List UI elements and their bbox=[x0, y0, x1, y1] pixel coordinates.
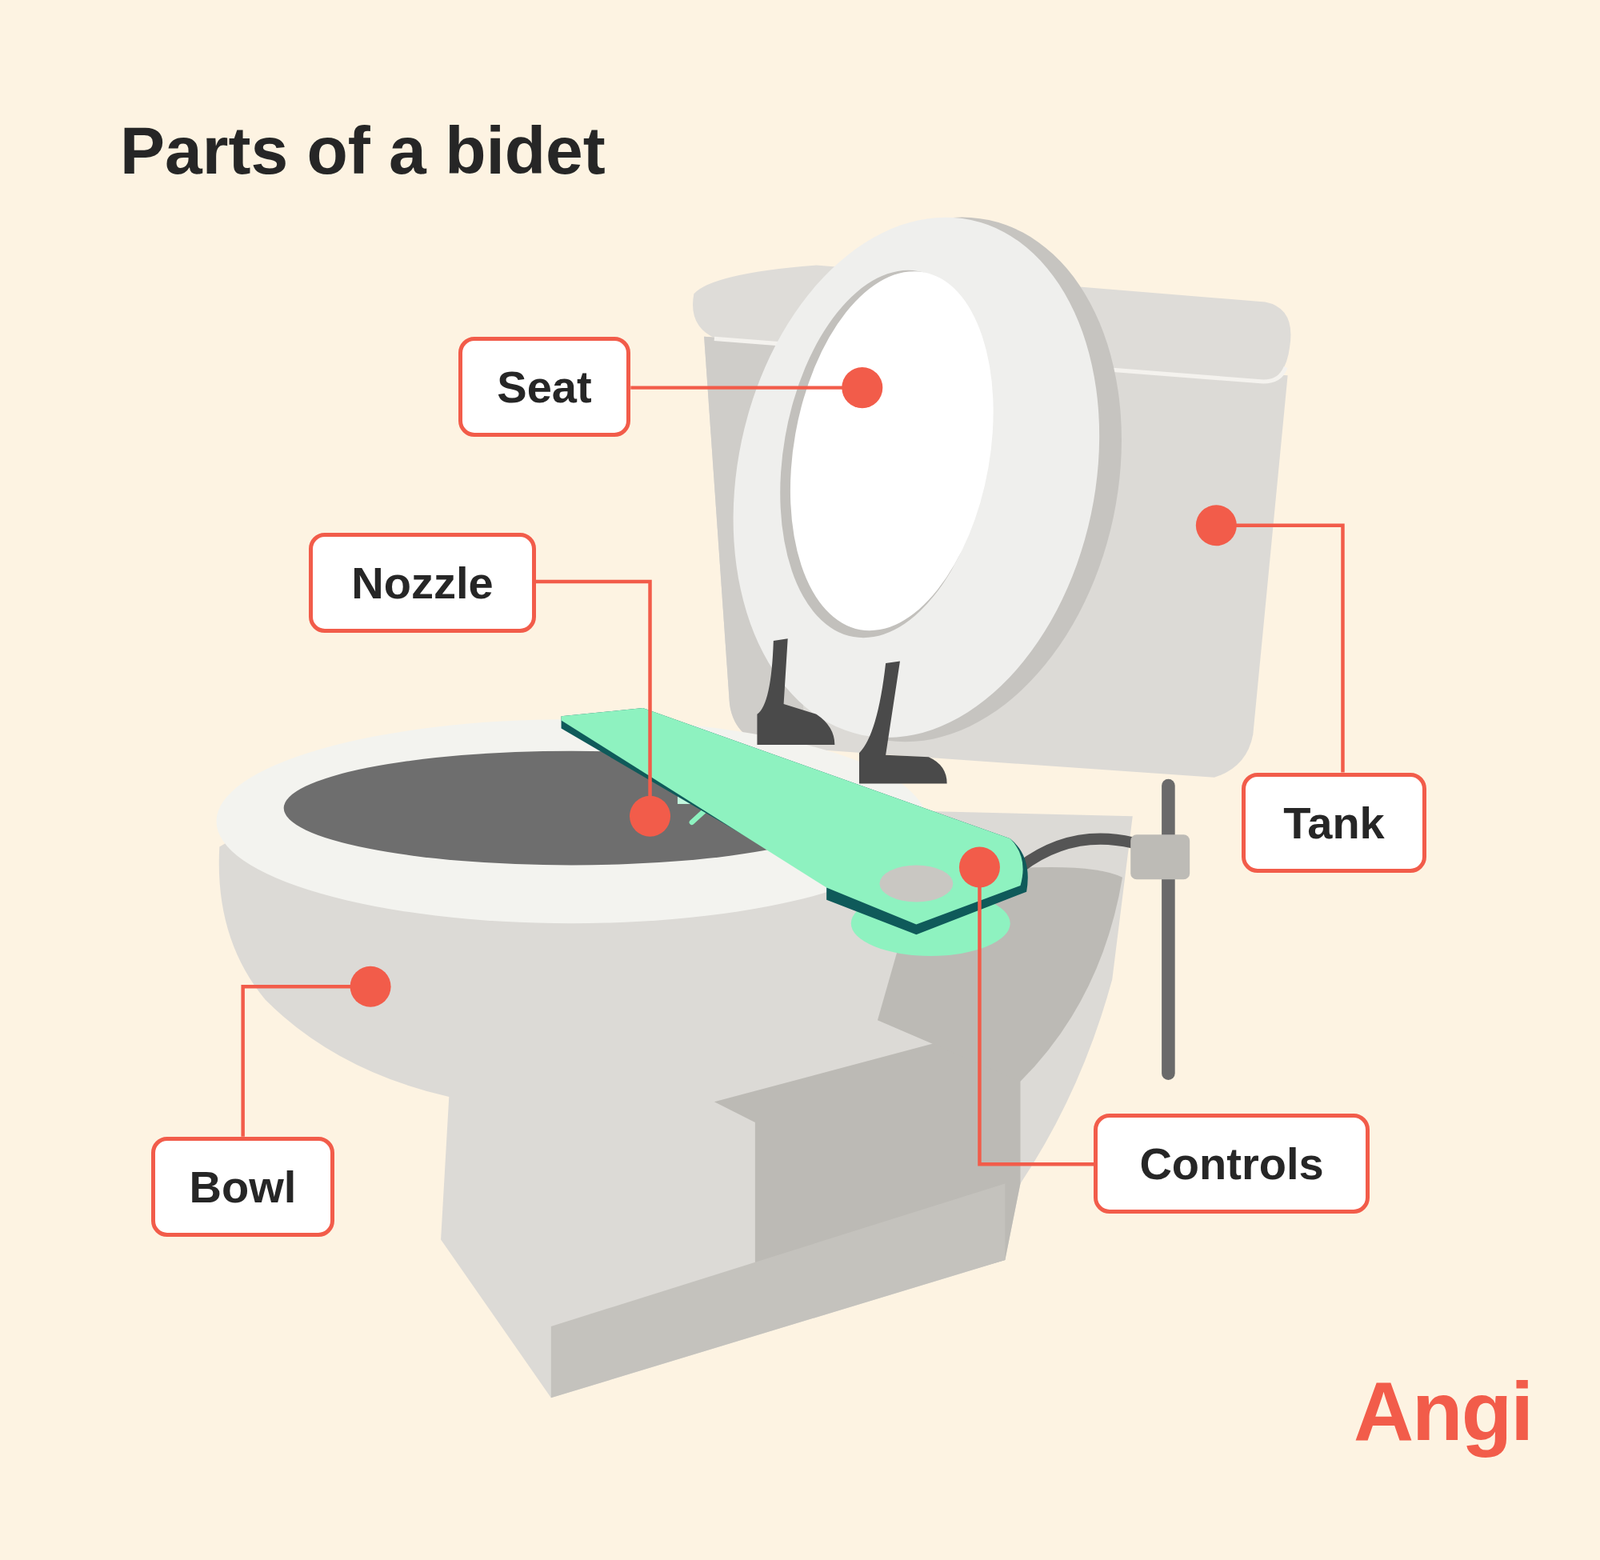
bidet-frame bbox=[561, 708, 1024, 924]
part-name: Nozzle bbox=[351, 556, 493, 609]
diagram-title: Parts of a bidet bbox=[120, 112, 606, 190]
part-name: Tank bbox=[1283, 796, 1385, 849]
nozzle-tip bbox=[692, 811, 704, 823]
hinge bbox=[756, 638, 835, 745]
callout-dots bbox=[350, 367, 1237, 1008]
part-name: Seat bbox=[496, 360, 592, 413]
leader-lines bbox=[243, 388, 1344, 1165]
callout-dot bbox=[350, 966, 392, 1008]
part-callout: Seat bbox=[458, 336, 631, 437]
part-callout: Nozzle bbox=[308, 532, 536, 633]
supply-hose bbox=[1020, 839, 1132, 868]
callout-dot bbox=[959, 847, 1000, 888]
t-valve bbox=[1130, 834, 1190, 880]
callout-dot bbox=[841, 367, 883, 408]
lid bbox=[687, 183, 1146, 773]
leader-line bbox=[1216, 525, 1343, 773]
part-callout: Bowl bbox=[151, 1136, 335, 1237]
leader-line bbox=[630, 385, 863, 389]
seat-opening bbox=[764, 255, 1020, 648]
callout-dot bbox=[629, 796, 671, 837]
leader-line bbox=[243, 986, 371, 1136]
supply-pipe bbox=[1161, 785, 1176, 1074]
brand-watermark: Angi bbox=[1353, 1364, 1532, 1460]
part-callout: Controls bbox=[1093, 1113, 1370, 1214]
part-name: Controls bbox=[1139, 1137, 1324, 1190]
leader-line bbox=[979, 867, 1094, 1164]
part-name: Bowl bbox=[189, 1160, 297, 1213]
hinge bbox=[859, 660, 948, 784]
leader-line bbox=[536, 581, 651, 816]
callout-dot bbox=[1196, 504, 1237, 546]
bidet-frame-edge bbox=[561, 708, 1028, 935]
control-dial bbox=[879, 864, 953, 902]
part-callout: Tank bbox=[1241, 772, 1427, 873]
bowl-foot-shade bbox=[551, 1183, 1006, 1398]
